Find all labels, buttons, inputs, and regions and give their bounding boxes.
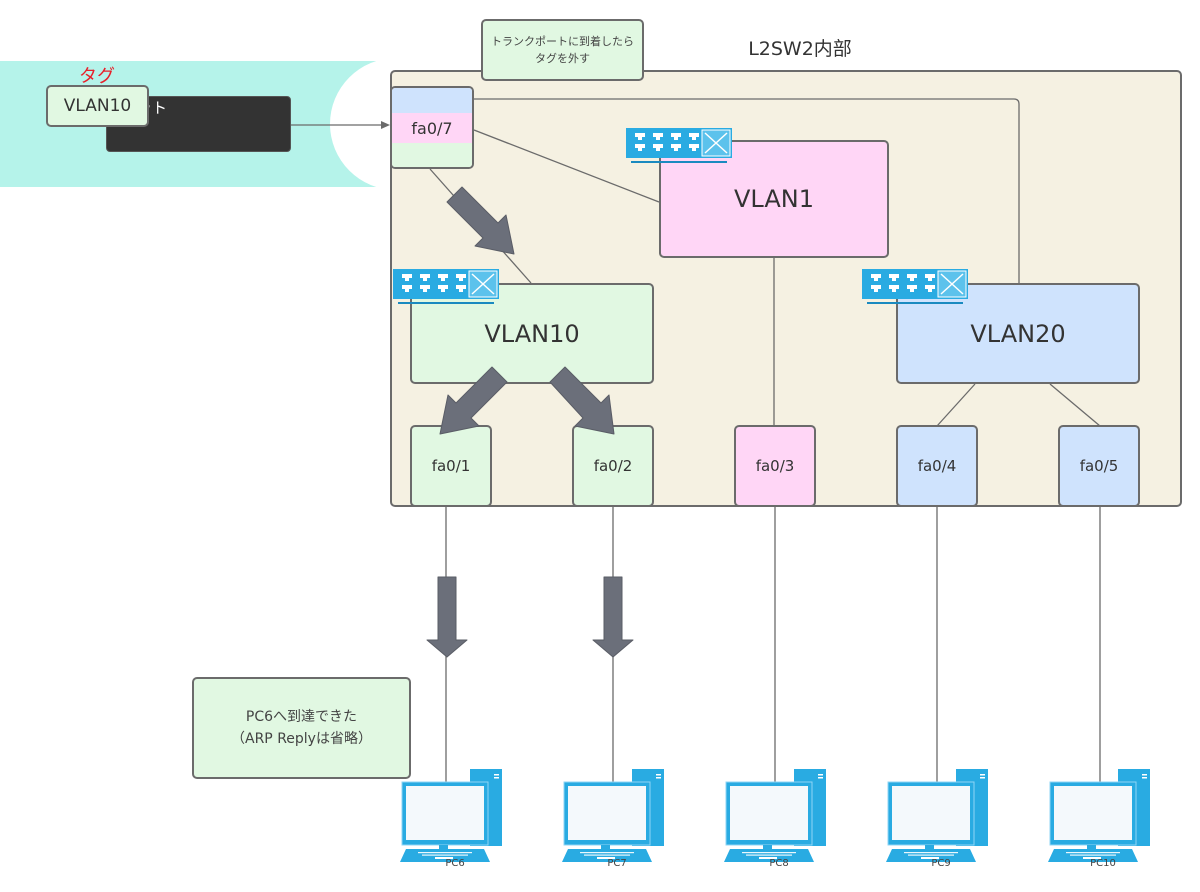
trunk-port: fa0/7 (390, 86, 474, 169)
note-result: PC6へ到達できた （ARP Replyは省略） (192, 677, 411, 779)
line-vlan20-to-fa05 (1049, 383, 1101, 427)
trunk-seg-vlan10 (392, 143, 472, 167)
tag-label: タグ (79, 66, 115, 87)
pc-icon (562, 769, 664, 862)
line-vlan20-to-fa04 (936, 383, 976, 427)
vlan20-box: VLAN20 (896, 283, 1140, 384)
note-line-2: タグを外す (535, 52, 590, 65)
arrowhead-packet (381, 121, 390, 129)
pc-label-pc9: PC9 (931, 858, 951, 869)
line-trunk-to-vlan1 (473, 129, 660, 203)
trunk-seg-vlan1: fa0/7 (392, 113, 472, 143)
flow-arrow-fa01-to-pc6 (426, 576, 468, 658)
port-fa0-3: fa0/3 (734, 425, 816, 507)
switch-title: L2SW2内部 (748, 38, 852, 60)
pc-label-pc6: PC6 (445, 858, 465, 869)
line-trunk-to-vlan20 (474, 98, 1020, 283)
note-trunk-untag: トランクポートに到着したらタグを外す (481, 19, 644, 81)
flow-arrow-trunk-to-vlan10 (446, 186, 515, 255)
trunk-seg-vlan20 (392, 88, 472, 113)
result-line-2: （ARP Replyは省略） (231, 731, 372, 747)
pc-icon (886, 769, 988, 862)
flow-arrow-vlan10-to-fa02 (549, 366, 615, 435)
flow-arrow-fa02-to-pc7 (592, 576, 634, 658)
pc-label-pc7: PC7 (607, 858, 627, 869)
switch-icon (393, 269, 499, 304)
pc-icon (724, 769, 826, 862)
note-line-1: トランクポートに到着したら (491, 35, 634, 48)
vlan1-box: VLAN1 (659, 140, 889, 258)
port-fa0-5: fa0/5 (1058, 425, 1140, 507)
pc-label-pc10: PC10 (1090, 858, 1116, 869)
vlan-tag: VLAN10 (46, 85, 149, 127)
pc-icon (1048, 769, 1150, 862)
vlan10-box: VLAN10 (410, 283, 654, 384)
port-fa0-4: fa0/4 (896, 425, 978, 507)
trunk-port-label: fa0/7 (411, 118, 453, 138)
switch-icon (862, 269, 968, 304)
flow-arrow-vlan10-to-fa01 (439, 366, 508, 435)
switch-icon (626, 128, 732, 163)
pc-icon (400, 769, 502, 862)
result-line-1: PC6へ到達できた (245, 709, 358, 725)
pc-label-pc8: PC8 (769, 858, 789, 869)
port-fa0-1: fa0/1 (410, 425, 492, 507)
